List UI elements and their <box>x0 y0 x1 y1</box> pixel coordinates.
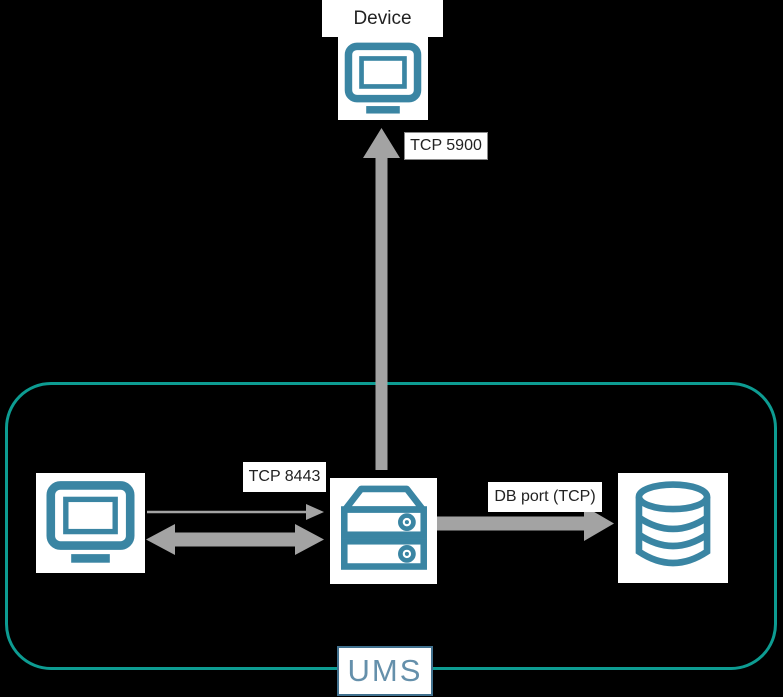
arrow-up-tcp5900 <box>363 128 400 470</box>
ums-server-node <box>330 478 437 584</box>
device-node-label: Device <box>322 0 443 37</box>
database-icon <box>635 481 711 567</box>
database-node <box>618 473 728 583</box>
device-node-label-text: Device <box>353 7 412 29</box>
dbport-edge-label: DB port (TCP) <box>488 482 602 512</box>
server-icon <box>340 485 427 570</box>
monitor-icon <box>46 481 135 563</box>
arrow-server-to-database <box>437 506 614 541</box>
dbport-edge-label-text: DB port (TCP) <box>494 488 596 505</box>
ums-boundary-label: UMS <box>337 646 433 696</box>
ums-boundary-label-text: UMS <box>347 653 423 688</box>
tcp5900-edge-label-text: TCP 5900 <box>410 137 482 154</box>
monitor-icon <box>344 42 422 114</box>
tcp8443-edge-label: TCP 8443 <box>243 462 326 492</box>
arrow-double-client-server <box>146 524 324 555</box>
tcp5900-edge-label: TCP 5900 <box>404 132 488 160</box>
client-node <box>36 473 145 573</box>
tcp8443-edge-label-text: TCP 8443 <box>248 468 321 485</box>
arrow-thin-client-to-server <box>147 504 324 520</box>
device-node <box>338 37 428 120</box>
